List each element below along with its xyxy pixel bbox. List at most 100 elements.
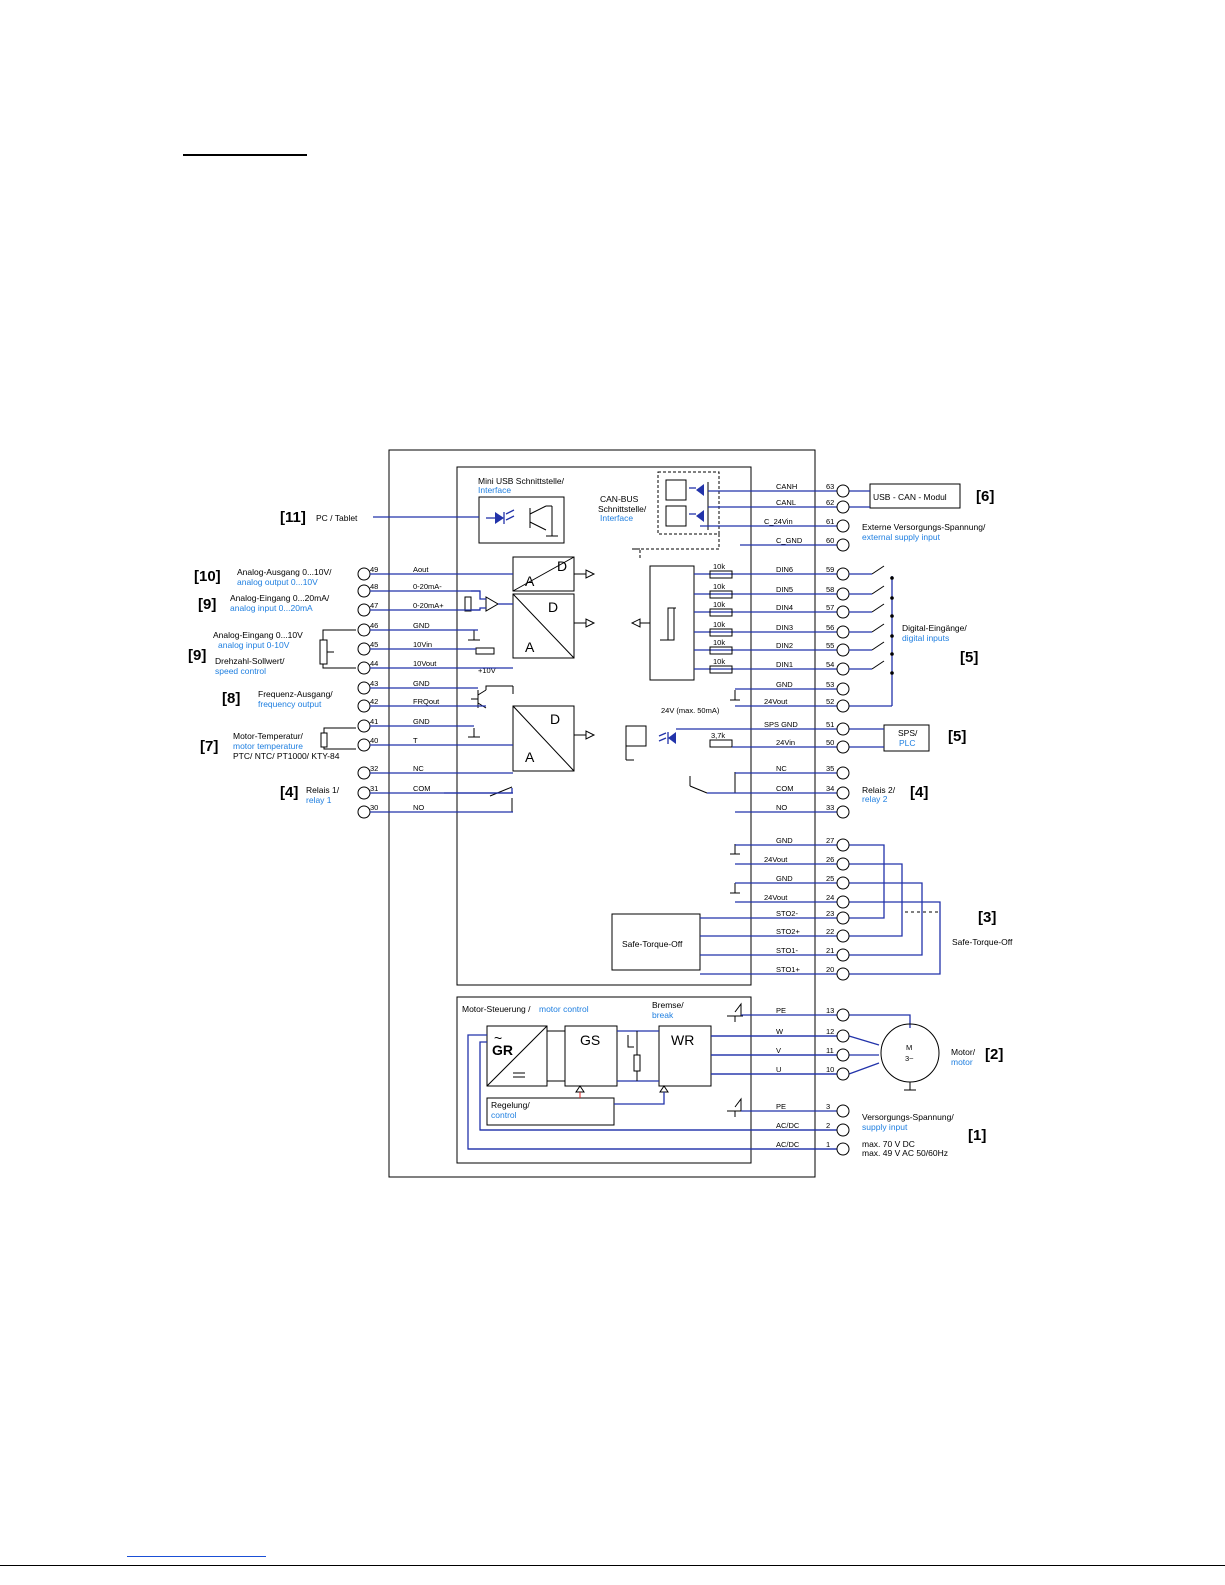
terminal-num-13: 13: [826, 1006, 834, 1015]
tag-7: [7]: [200, 738, 218, 755]
din-junction: [890, 671, 894, 675]
terminal-num-35: 35: [826, 764, 834, 773]
signal-gnd: GND: [776, 836, 793, 845]
din-switch-contact: [871, 603, 885, 613]
signal-no: NO: [776, 803, 787, 812]
ain10-label: Analog-Eingang 0...10V: [213, 630, 303, 640]
signal-nc: NC: [776, 764, 787, 773]
supply-label: Versorgungs-Spannung/: [862, 1112, 954, 1122]
terminal-num-11: 11: [826, 1046, 834, 1055]
supply-v1: max. 70 V DC: [862, 1139, 915, 1149]
gs-label: GS: [580, 1032, 600, 1048]
motor-3: 3~: [905, 1054, 914, 1063]
din-switch-contact: [871, 641, 885, 651]
din-resistor-value: 10k: [713, 620, 725, 629]
signal-c-24vin: C_24Vin: [764, 517, 793, 526]
din-label: Digital-Eingänge/: [902, 623, 967, 633]
relay2-contact: [689, 785, 708, 794]
can-gnd-dashed: [639, 534, 720, 558]
sps-box: [883, 724, 930, 752]
terminal-2: [836, 1123, 850, 1137]
speed-label-en: speed control: [215, 666, 266, 676]
ext-supply-label: Externe Versorgungs-Spannung/: [862, 522, 986, 532]
freq-label: Frequenz-Ausgang/: [258, 689, 333, 699]
terminal-num-41: 41: [370, 717, 378, 726]
signal-24vout: 24Vout: [764, 893, 788, 902]
terminal-40: [357, 738, 371, 752]
ext-supply-label-en: external supply input: [862, 532, 941, 542]
plus10v-label: +10V: [478, 666, 496, 675]
din-junction: [890, 596, 894, 600]
power-panel: [456, 996, 752, 1164]
can-optocoupler-icon: [665, 479, 709, 530]
motor-ctrl-label-en: motor control: [539, 1004, 589, 1014]
terminal-num-32: 32: [370, 764, 378, 773]
sto-external-wiring: [849, 844, 941, 975]
terminal-num-20: 20: [826, 965, 834, 974]
terminal-55: [836, 643, 850, 657]
terminal-num-22: 22: [826, 927, 834, 936]
terminal-61: [836, 519, 850, 533]
terminal-num-3: 3: [826, 1102, 830, 1111]
din-resistor-value: 10k: [713, 638, 725, 647]
terminal-35: [836, 766, 850, 780]
signal-w: W: [776, 1027, 784, 1036]
terminal-num-27: 27: [826, 836, 834, 845]
input-resistor: [475, 647, 495, 655]
terminal-59: [836, 567, 850, 581]
tag-2: [2]: [985, 1046, 1003, 1063]
signal-gnd: GND: [776, 680, 793, 689]
control-unit-block: [486, 1097, 615, 1126]
speed-label: Drehzahl-Sollwert/: [215, 656, 285, 666]
terminal-50: [836, 740, 850, 754]
tag-1: [1]: [968, 1127, 986, 1144]
terminal-52: [836, 699, 850, 713]
adc-d: D: [548, 599, 558, 615]
tag-6: [6]: [976, 488, 994, 505]
signal-pe: PE: [776, 1102, 786, 1111]
terminal-num-54: 54: [826, 660, 834, 669]
terminal-47: [357, 603, 371, 617]
mtemp-types: PTC/ NTC/ PT1000/ KTY-84: [233, 751, 340, 761]
din-label-en: digital inputs: [902, 633, 949, 643]
signal-sto1-: STO1+: [776, 965, 800, 974]
reg-label: Regelung/: [491, 1100, 530, 1110]
usb-can-label: USB - CAN - Modul: [873, 492, 947, 502]
aout-label-en: analog output 0...10V: [237, 577, 318, 587]
terminal-23: [836, 911, 850, 925]
terminal-1: [836, 1142, 850, 1156]
signal-sps-gnd: SPS GND: [764, 720, 798, 729]
relay1-contact: [489, 786, 513, 797]
din-resistor: [709, 628, 733, 637]
terminal-20: [836, 967, 850, 981]
signal-24vout: 24Vout: [764, 697, 788, 706]
outer-frame: [388, 449, 816, 1178]
wr-label: WR: [671, 1032, 694, 1048]
ain20-label-en: analog input 0...20mA: [230, 603, 313, 613]
adc2-arrow-icon: [585, 730, 596, 740]
signal-u: U: [776, 1065, 781, 1074]
signal-aout: Aout: [413, 565, 429, 574]
din-switch-contact: [871, 585, 885, 595]
signal-com: COM: [776, 784, 794, 793]
signal-nc: NC: [413, 764, 424, 773]
signal-gnd: GND: [413, 621, 430, 630]
pe-ground-icon: [727, 1002, 849, 1117]
signal-frqout: FRQout: [413, 697, 440, 706]
adc-arrow-icon: [585, 618, 596, 628]
terminal-32: [357, 766, 371, 780]
usb-optocoupler: [478, 496, 565, 544]
terminal-30: [357, 805, 371, 819]
sps-resistor: [709, 739, 733, 748]
dac-a: A: [525, 573, 535, 589]
freq-label-en: frequency output: [258, 699, 322, 709]
tag-4b: [4]: [910, 784, 928, 801]
gr-tilde: ~: [494, 1030, 502, 1046]
terminal-49: [357, 567, 371, 581]
tag-3: [3]: [978, 909, 996, 926]
mini-usb-label-en: Interface: [478, 485, 511, 495]
signal-din4: DIN4: [776, 603, 793, 612]
din-switch-contact: [871, 565, 885, 575]
